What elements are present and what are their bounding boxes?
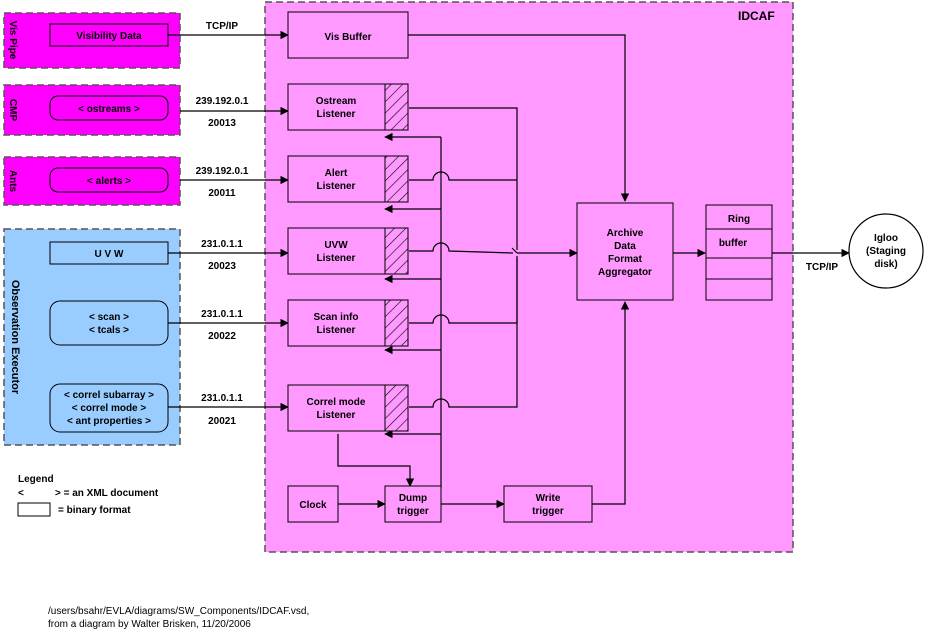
svg-text:Listener: Listener: [317, 253, 356, 264]
svg-text:Dump: Dump: [399, 493, 427, 504]
ostream-listener-box: Ostream Listener: [287, 83, 409, 131]
legend-binary-swatch: [17, 502, 51, 517]
link-labels: TCP/IP 239.192.0.1 20013 239.192.0.1 200…: [196, 21, 249, 427]
svg-text:Clock: Clock: [299, 500, 327, 511]
svg-text:< ostreams >: < ostreams >: [78, 104, 140, 115]
vis-buffer-box: Vis Buffer: [287, 11, 409, 59]
input-links: [168, 30, 289, 412]
vis-protocol-label: TCP/IP: [206, 21, 239, 32]
write-trigger-box: Write trigger: [503, 485, 593, 523]
clock-box: Clock: [287, 485, 339, 523]
svg-text:Write: Write: [536, 493, 561, 504]
correl-port: 20021: [208, 416, 236, 427]
idcaf-title: IDCAF: [738, 9, 775, 23]
alert-listener-box: Alert Listener: [287, 155, 409, 203]
legend-binary-desc: = binary format: [58, 505, 131, 516]
svg-text:trigger: trigger: [397, 506, 429, 517]
ostream-address: 239.192.0.1: [196, 96, 249, 107]
ostream-port: 20013: [208, 118, 236, 129]
correl-mode-listener-box: Correl mode Listener: [287, 384, 409, 432]
svg-text:Correl mode: Correl mode: [307, 397, 366, 408]
legend-xml-open: <: [18, 488, 24, 499]
svg-text:buffer: buffer: [719, 238, 747, 249]
igloo-protocol-label: TCP/IP: [806, 262, 839, 273]
aggregator-box: Archive Data Format Aggregator: [576, 202, 674, 301]
svg-text:Archive: Archive: [607, 228, 644, 239]
uvw-port: 20023: [208, 261, 236, 272]
svg-text:Ostream: Ostream: [316, 96, 357, 107]
svg-text:< scan >: < scan >: [89, 312, 129, 323]
svg-text:< alerts >: < alerts >: [87, 176, 131, 187]
uvw-listener-box: UVW Listener: [287, 227, 409, 275]
svg-text:disk): disk): [874, 259, 897, 270]
svg-text:Igloo: Igloo: [874, 233, 898, 244]
observation-executor-label: Observation Executor: [9, 280, 21, 395]
alert-address: 239.192.0.1: [196, 166, 249, 177]
footer-path: /users/bsahr/EVLA/diagrams/SW_Components…: [48, 606, 309, 617]
uvw-source: U V W: [49, 241, 169, 265]
svg-text:Listener: Listener: [317, 410, 356, 421]
svg-text:Format: Format: [608, 254, 643, 265]
ostreams-source: < ostreams >: [49, 95, 169, 121]
ants-label: Ants: [7, 170, 18, 193]
cmp-label: CMP: [7, 99, 18, 122]
vis-pipe-label: Vis Pipe: [7, 21, 18, 60]
svg-text:U V W: U V W: [95, 249, 124, 260]
svg-text:< correl mode >: < correl mode >: [72, 403, 147, 414]
igloo-storage: Igloo (Staging disk): [848, 213, 924, 289]
svg-text:Ring: Ring: [728, 214, 750, 225]
svg-text:Alert: Alert: [325, 168, 348, 179]
svg-text:< tcals >: < tcals >: [89, 325, 129, 336]
legend: Legend < > = an XML document = binary fo…: [17, 474, 159, 517]
dump-trigger-box: Dump trigger: [384, 485, 442, 523]
svg-text:trigger: trigger: [532, 506, 564, 517]
svg-text:Listener: Listener: [317, 181, 356, 192]
svg-text:Listener: Listener: [317, 325, 356, 336]
svg-text:< ant properties >: < ant properties >: [67, 416, 151, 427]
footer-credit: from a diagram by Walter Brisken, 11/20/…: [48, 619, 251, 630]
visibility-data-source: Visibility Data: [49, 23, 169, 47]
legend-xml-desc: > = an XML document: [55, 488, 159, 499]
svg-text:Visibility Data: Visibility Data: [76, 31, 142, 42]
svg-text:Data: Data: [614, 241, 636, 252]
uvw-address: 231.0.1.1: [201, 239, 243, 250]
svg-text:Scan info: Scan info: [313, 312, 358, 323]
scan-info-listener-box: Scan info Listener: [287, 299, 409, 347]
correl-source: < correl subarray > < correl mode > < an…: [49, 383, 169, 433]
svg-text:UVW: UVW: [324, 240, 348, 251]
correl-address: 231.0.1.1: [201, 393, 243, 404]
ring-buffer-box: Ring buffer: [705, 204, 773, 301]
scan-port: 20022: [208, 331, 236, 342]
svg-text:Vis Buffer: Vis Buffer: [324, 32, 371, 43]
svg-text:Listener: Listener: [317, 109, 356, 120]
alerts-source: < alerts >: [49, 167, 169, 193]
svg-text:(Staging: (Staging: [866, 246, 906, 257]
scan-tcals-source: < scan > < tcals >: [49, 300, 169, 346]
internal-connections: [337, 34, 850, 509]
legend-title: Legend: [18, 474, 54, 485]
svg-text:< correl subarray >: < correl subarray >: [64, 390, 154, 401]
svg-text:Aggregator: Aggregator: [598, 267, 652, 278]
scan-address: 231.0.1.1: [201, 309, 243, 320]
footer: /users/bsahr/EVLA/diagrams/SW_Components…: [48, 606, 309, 630]
alert-port: 20011: [208, 188, 236, 199]
